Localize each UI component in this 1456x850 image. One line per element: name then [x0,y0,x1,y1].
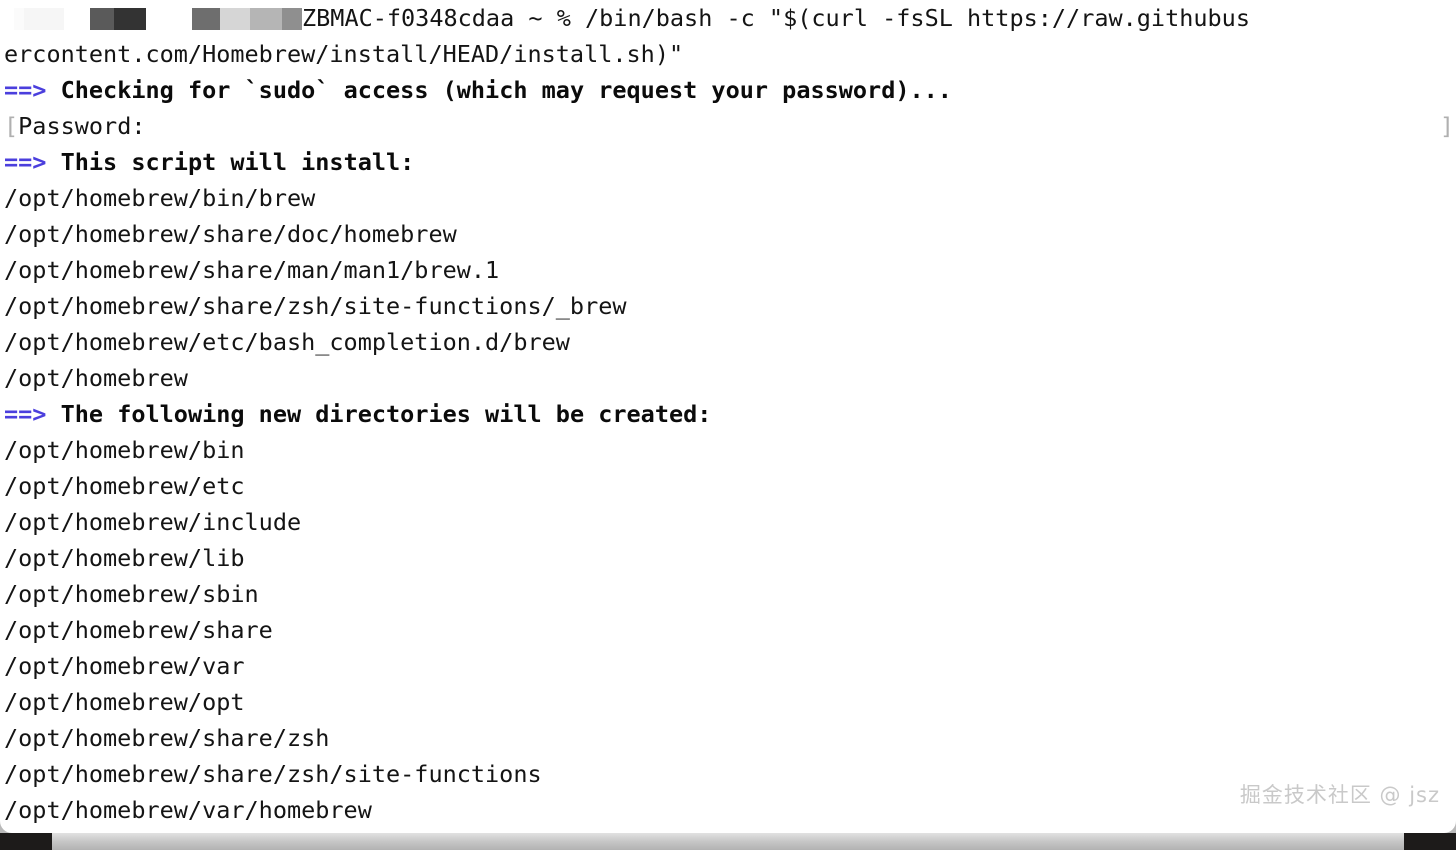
new-directory-item: /opt/homebrew/lib [4,544,245,572]
scrollbar-cap-right [1404,833,1456,850]
prompt-line: ZBMAC-f0348cdaa ~ % /bin/bash -c "$(curl… [0,0,1456,36]
message-new-directories: ==> The following new directories will b… [0,396,1456,432]
new-directory-item: /opt/homebrew/var [4,652,245,680]
prompt-space [514,4,528,32]
new-directory-item: /opt/homebrew/etc [4,472,245,500]
install-path-item: /opt/homebrew/share/zsh/site-functions/_… [4,292,627,320]
arrow-prefix-icon: ==> [4,400,47,428]
new-directory-item: /opt/homebrew/share [4,616,273,644]
message-checking-sudo: ==> Checking for `sudo` access (which ma… [0,72,1456,108]
arrow-prefix-icon: ==> [4,148,47,176]
spacer [46,400,60,428]
horizontal-scrollbar[interactable] [0,833,1456,850]
message-new-directories-text: The following new directories will be cr… [60,400,712,428]
prompt-cwd: ~ [528,4,543,32]
arrow-prefix-icon: ==> [4,76,47,104]
install-path-item: /opt/homebrew [4,364,188,392]
message-will-install-text: This script will install: [60,148,415,176]
prompt-host: ZBMAC-f0348cdaa [302,4,515,32]
message-checking-sudo-text: Checking for `sudo` access (which may re… [60,76,952,104]
spacer [46,148,60,176]
new-directory-item: /opt/homebrew/var/homebrew [4,796,372,824]
message-will-install: ==> This script will install: [0,144,1456,180]
install-path-item: /opt/homebrew/etc/bash_completion.d/brew [4,328,570,356]
redacted-user-host [0,0,302,36]
new-directory-item: /opt/homebrew/sbin [4,580,259,608]
prompt-symbol: % [556,4,571,32]
prompt-space2 [543,4,557,32]
password-prompt-line[interactable]: [Password:] [0,108,1456,144]
new-directory-item: /opt/homebrew/opt [4,688,245,716]
new-directory-item: /opt/homebrew/include [4,508,302,536]
spacer [46,76,60,104]
watermark: 掘金技术社区 @ jsz [1239,783,1440,807]
install-path-item: /opt/homebrew/share/man/man1/brew.1 [4,256,500,284]
password-prompt-label: Password: [18,112,146,140]
scrollbar-track[interactable] [52,833,1404,850]
clip-bracket-left: [ [4,112,19,140]
new-directory-item: /opt/homebrew/share/zsh/site-functions [4,760,542,788]
install-path-item: /opt/homebrew/share/doc/homebrew [4,220,457,248]
new-directory-item: /opt/homebrew/share/zsh [4,724,330,752]
new-directory-item: /opt/homebrew/bin [4,436,245,464]
prompt-command-wrap: ercontent.com/Homebrew/install/HEAD/inst… [4,40,684,68]
scrollbar-cap-left [0,833,52,850]
prompt-command: /bin/bash -c "$(curl -fsSL https://raw.g… [570,4,1250,32]
install-path-item: /opt/homebrew/bin/brew [4,184,316,212]
clip-bracket-right: ] [1439,112,1454,140]
